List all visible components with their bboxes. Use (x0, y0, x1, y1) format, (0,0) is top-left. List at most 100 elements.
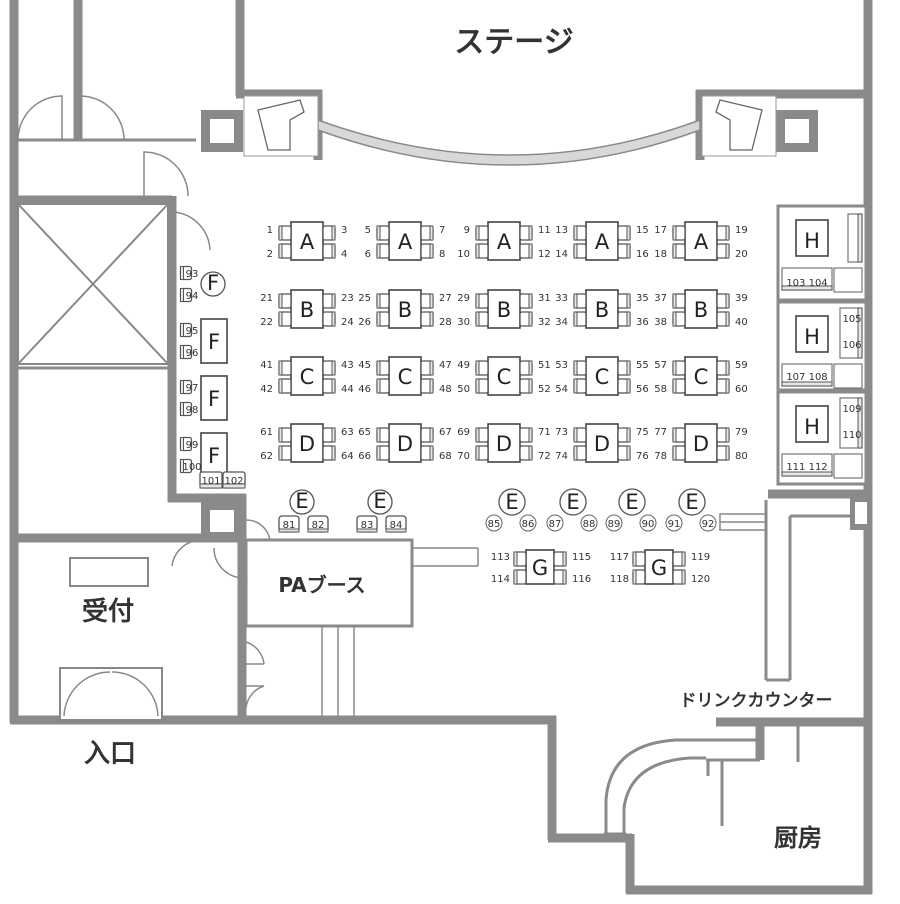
seat[interactable] (553, 569, 567, 585)
seat[interactable] (519, 427, 533, 443)
seat[interactable]: 92 (699, 514, 717, 532)
seat[interactable] (420, 293, 434, 309)
seat[interactable] (420, 360, 434, 376)
seat[interactable] (179, 379, 193, 395)
seat[interactable] (420, 225, 434, 241)
seat[interactable] (672, 243, 686, 259)
seat[interactable]: 86 (519, 514, 537, 532)
seat[interactable] (672, 378, 686, 394)
seat[interactable] (475, 378, 489, 394)
seat[interactable] (716, 225, 730, 241)
seat[interactable] (179, 287, 193, 303)
seat[interactable] (716, 243, 730, 259)
seat[interactable] (475, 225, 489, 241)
seat[interactable] (519, 293, 533, 309)
seat[interactable] (475, 360, 489, 376)
seat[interactable] (573, 378, 587, 394)
seat[interactable] (632, 569, 646, 585)
seat[interactable] (179, 344, 193, 360)
seat[interactable] (420, 311, 434, 327)
seat[interactable] (672, 311, 686, 327)
seat[interactable] (716, 311, 730, 327)
seat[interactable] (573, 243, 587, 259)
seat[interactable] (519, 243, 533, 259)
seat[interactable] (179, 401, 193, 417)
seat[interactable] (617, 243, 631, 259)
seat[interactable] (513, 551, 527, 567)
seat[interactable] (672, 225, 686, 241)
seat[interactable] (322, 360, 336, 376)
seat[interactable] (617, 445, 631, 461)
seat[interactable] (322, 378, 336, 394)
seat[interactable] (376, 445, 390, 461)
seat[interactable] (573, 225, 587, 241)
seat[interactable] (553, 551, 567, 567)
seat[interactable] (376, 293, 390, 309)
seat[interactable] (617, 311, 631, 327)
seat[interactable] (376, 243, 390, 259)
seat[interactable] (322, 445, 336, 461)
seat[interactable] (672, 293, 686, 309)
seat[interactable]: 88 (580, 514, 598, 532)
seat[interactable] (617, 378, 631, 394)
seat[interactable] (475, 427, 489, 443)
seat[interactable] (376, 427, 390, 443)
seat[interactable] (278, 243, 292, 259)
seat[interactable] (672, 445, 686, 461)
seat[interactable] (475, 445, 489, 461)
seat[interactable]: 90 (639, 514, 657, 532)
seat[interactable] (617, 360, 631, 376)
seat[interactable] (278, 445, 292, 461)
seat[interactable] (278, 360, 292, 376)
seat[interactable]: 89 (605, 514, 623, 532)
seat[interactable] (519, 378, 533, 394)
seat[interactable] (519, 225, 533, 241)
seat[interactable] (322, 225, 336, 241)
seat[interactable] (278, 311, 292, 327)
seat[interactable] (573, 311, 587, 327)
seat[interactable] (278, 427, 292, 443)
seat[interactable] (672, 551, 686, 567)
seat[interactable] (513, 569, 527, 585)
seat[interactable] (376, 311, 390, 327)
seat[interactable] (278, 293, 292, 309)
bench-seat[interactable]: 102 (222, 471, 246, 489)
seat[interactable] (420, 427, 434, 443)
seat[interactable] (573, 293, 587, 309)
seat[interactable] (617, 225, 631, 241)
seat[interactable] (278, 378, 292, 394)
seat[interactable] (179, 436, 193, 452)
seat[interactable] (617, 293, 631, 309)
seat[interactable]: 91 (665, 514, 683, 532)
seat[interactable] (475, 311, 489, 327)
seat[interactable] (716, 445, 730, 461)
seat[interactable] (179, 265, 193, 281)
seat[interactable] (278, 225, 292, 241)
